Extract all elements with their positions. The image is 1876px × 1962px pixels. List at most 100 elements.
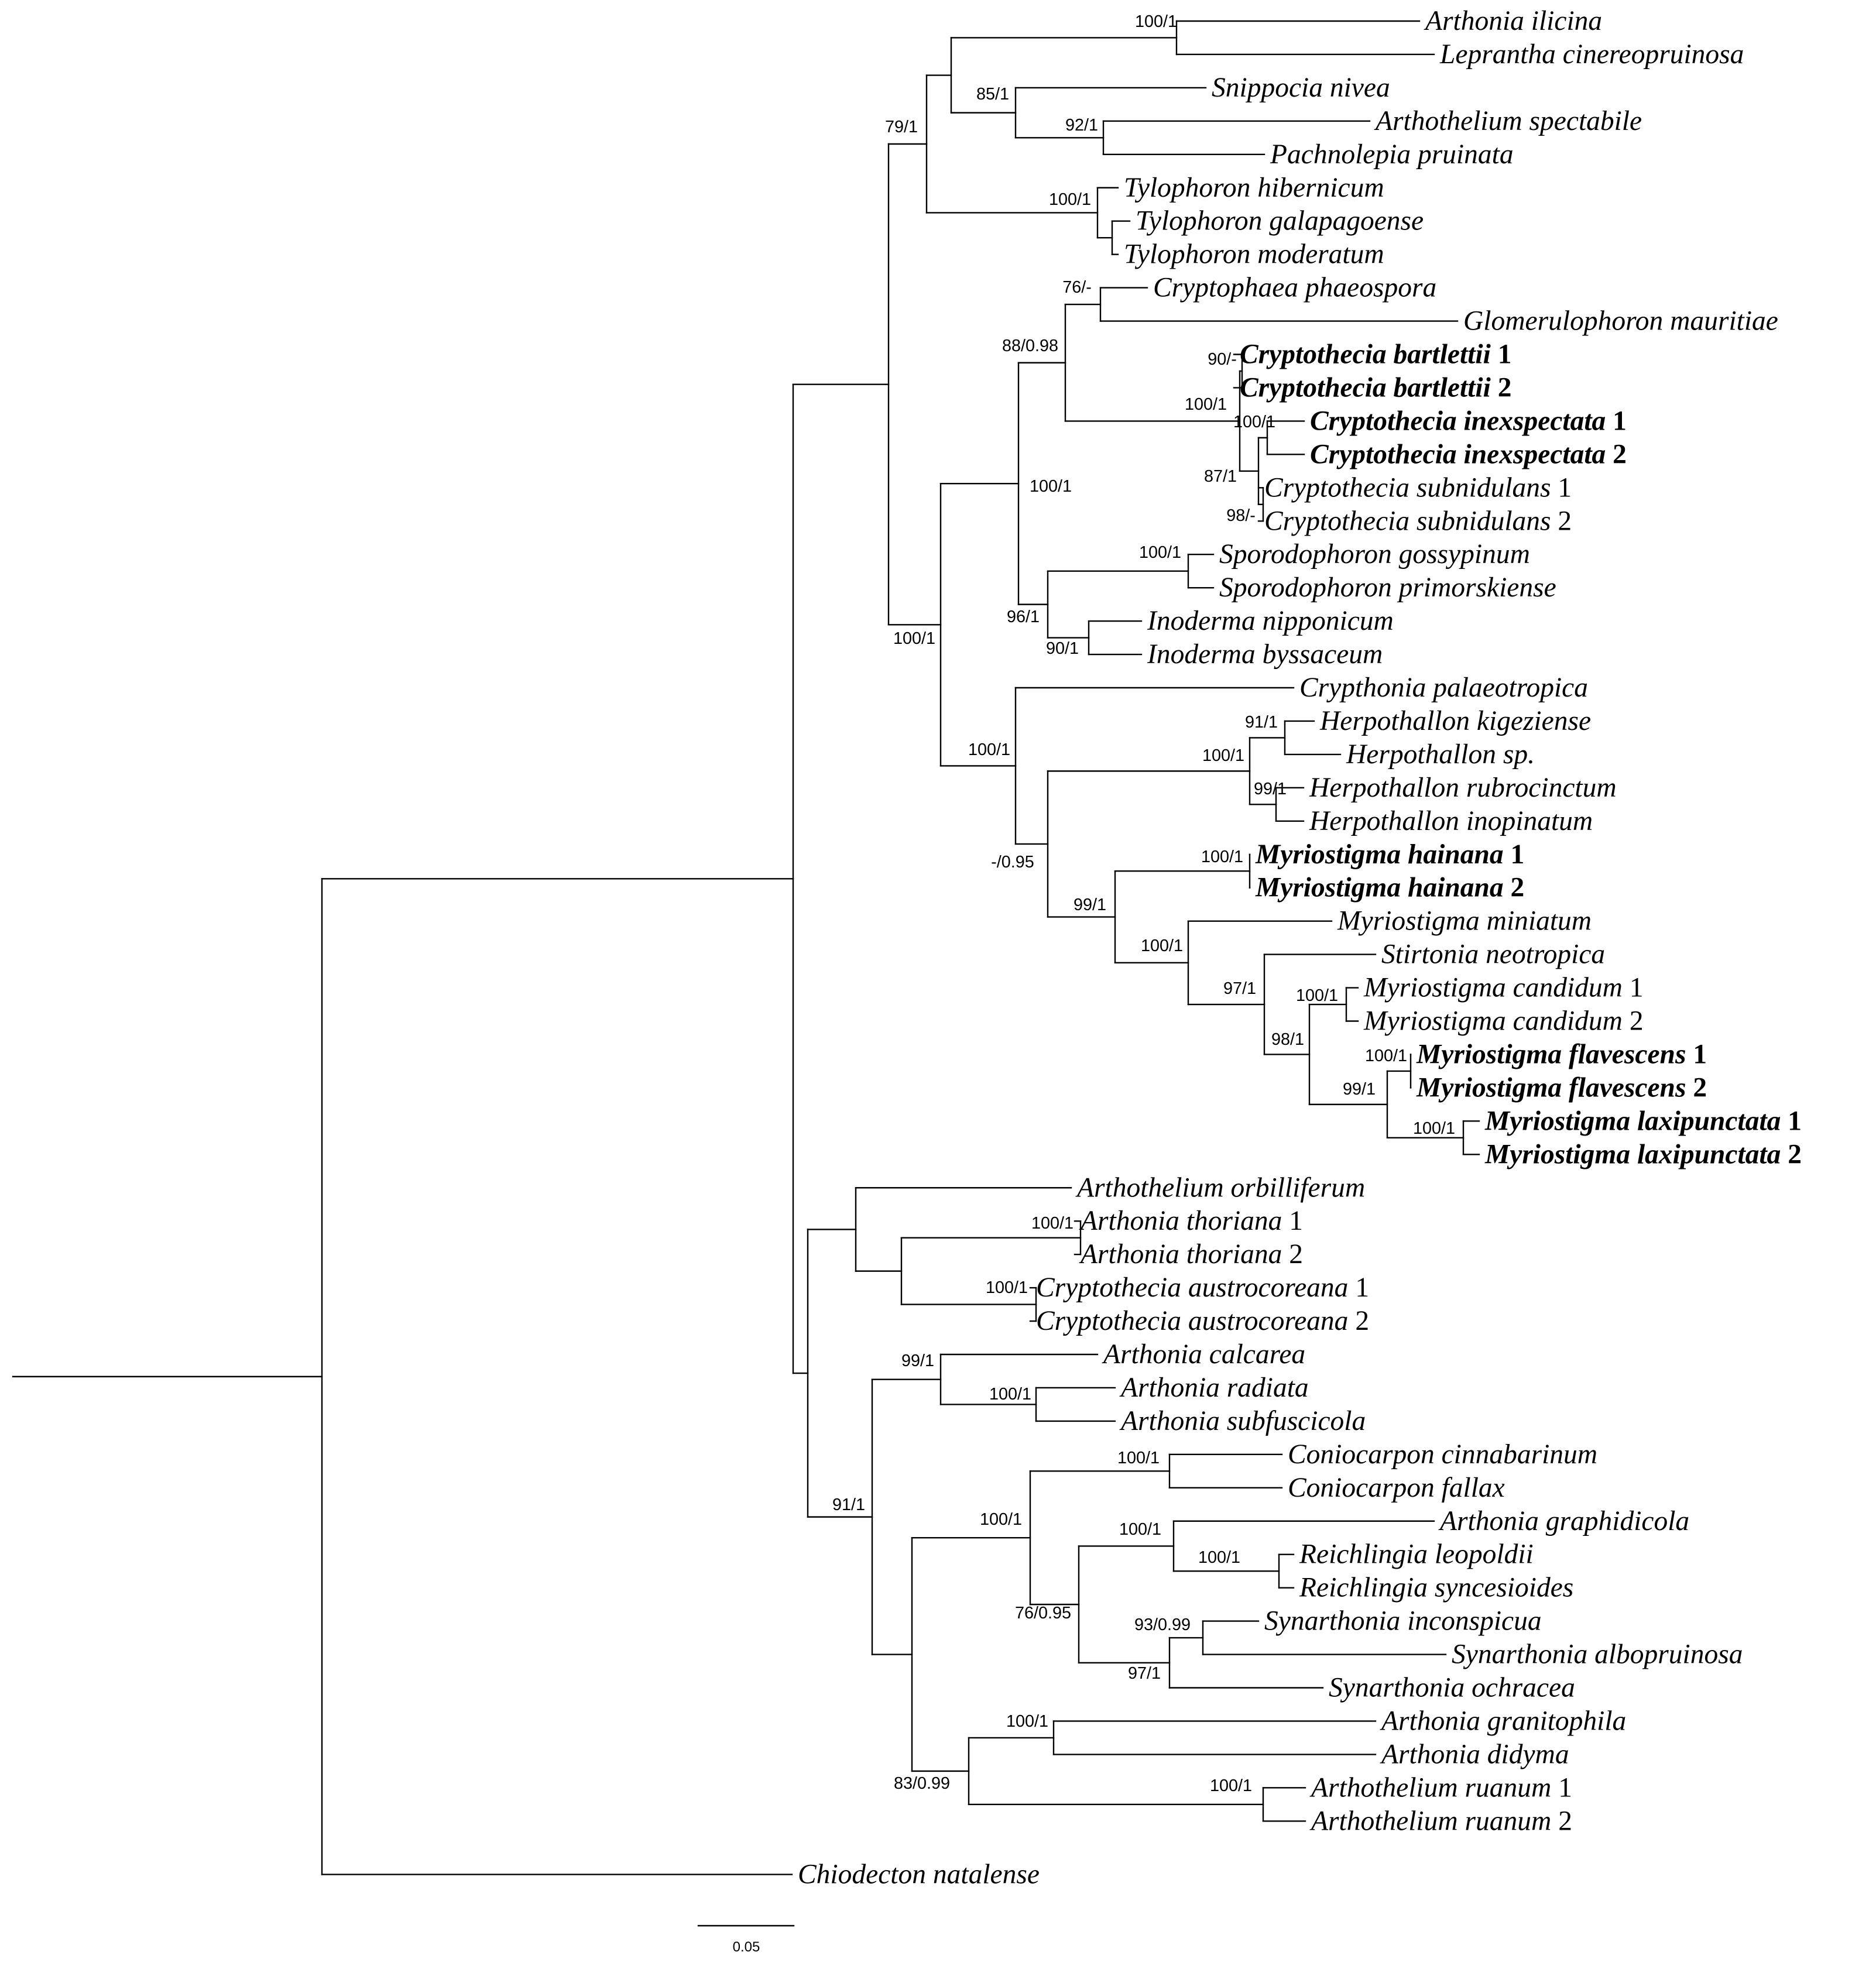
- taxon-label: Chiodecton natalense: [798, 1859, 1040, 1889]
- taxon-name: Herpothallon sp.: [1346, 739, 1535, 770]
- taxon-name: Herpothallon rubrocinctum: [1309, 773, 1617, 803]
- taxon-name: Arthonia thoriana: [1079, 1239, 1282, 1270]
- support-value: 100/1: [989, 1385, 1031, 1404]
- taxon-label: Arthonia subfuscicola: [1119, 1406, 1366, 1436]
- support-value: 100/1: [1049, 190, 1091, 209]
- taxon-name: Chiodecton natalense: [798, 1859, 1040, 1889]
- taxon-label: Tylophoron moderatum: [1124, 239, 1384, 270]
- support-value: 100/1: [1210, 1776, 1252, 1795]
- taxon-number: 2: [1491, 372, 1512, 403]
- support-value: 98/-: [1226, 506, 1256, 525]
- support-value: 100/1: [1202, 746, 1244, 765]
- support-value: 96/1: [1007, 608, 1040, 626]
- taxon-label: Arthonia radiata: [1119, 1373, 1309, 1403]
- taxon-label: Tylophoron galapagoense: [1136, 206, 1424, 236]
- taxon-number: 2: [1348, 1306, 1369, 1336]
- support-value: 90/-: [1208, 350, 1237, 369]
- support-value: 100/1: [1233, 413, 1275, 431]
- taxon-label: Cryptothecia bartlettii 1: [1240, 339, 1511, 370]
- taxon-label: Myriostigma miniatum: [1337, 906, 1592, 937]
- support-value: 100/1: [1135, 12, 1177, 31]
- taxon-label: Arthothelium ruanum 2: [1309, 1806, 1572, 1836]
- taxon-name: Tylophoron moderatum: [1124, 239, 1384, 270]
- support-value: 76/0.95: [1015, 1604, 1071, 1623]
- taxon-name: Reichlingia leopoldii: [1299, 1539, 1534, 1570]
- scale-bar-label: 0.05: [733, 1939, 760, 1955]
- support-value: 93/0.99: [1134, 1615, 1191, 1634]
- support-value: 97/1: [1223, 979, 1256, 998]
- support-value: 97/1: [1128, 1664, 1161, 1683]
- support-value: 100/1: [1296, 986, 1338, 1005]
- taxon-name: Cryptophaea phaeospora: [1153, 273, 1436, 303]
- support-value: 100/1: [986, 1278, 1028, 1297]
- taxon-number: 1: [1551, 1772, 1572, 1803]
- support-value: 92/1: [1065, 116, 1098, 135]
- taxon-number: 1: [1606, 406, 1627, 436]
- taxon-name: Sporodophoron primorskiense: [1219, 572, 1556, 603]
- taxon-label: Herpothallon rubrocinctum: [1309, 773, 1617, 803]
- taxon-label: Arthonia thoriana 2: [1079, 1239, 1303, 1270]
- taxon-name: Myriostigma laxipunctata: [1484, 1139, 1781, 1169]
- taxon-label: Synarthonia ochracea: [1329, 1673, 1575, 1703]
- taxon-name: Arthonia graphidicola: [1438, 1506, 1689, 1536]
- taxon-name: Snippocia nivea: [1212, 73, 1390, 103]
- taxon-label: Myriostigma hainana 1: [1255, 839, 1524, 870]
- taxon-label: Myriostigma flavescens 1: [1416, 1039, 1707, 1069]
- taxon-label: Leprantha cinereopruinosa: [1439, 39, 1744, 70]
- taxon-label: Myriostigma candidum 1: [1363, 973, 1644, 1003]
- support-value: 100/1: [1185, 395, 1227, 414]
- taxon-label: Sporodophoron primorskiense: [1219, 572, 1556, 603]
- taxon-number: 2: [1282, 1239, 1303, 1270]
- support-value: 91/1: [1245, 713, 1278, 732]
- support-value: 100/1: [1141, 937, 1183, 955]
- taxon-name: Arthonia subfuscicola: [1119, 1406, 1366, 1436]
- support-value: 100/1: [1201, 848, 1243, 866]
- taxon-number: 1: [1348, 1272, 1369, 1303]
- tree-branches: [12, 20, 1480, 1875]
- taxon-name: Synarthonia ochracea: [1329, 1673, 1575, 1703]
- taxon-name: Cryptothecia subnidulans: [1264, 472, 1551, 503]
- support-value: 99/1: [1254, 780, 1287, 798]
- taxon-number: 1: [1781, 1106, 1802, 1136]
- taxon-label: Arthonia ilicina: [1424, 6, 1602, 36]
- taxon-number: 1: [1623, 973, 1644, 1003]
- support-value: 100/1: [1117, 1449, 1160, 1467]
- taxon-label: Myriostigma flavescens 2: [1416, 1072, 1707, 1103]
- support-value: 85/1: [976, 85, 1009, 104]
- taxon-label: Cryptothecia subnidulans 2: [1264, 506, 1572, 536]
- taxon-name: Arthonia thoriana: [1079, 1206, 1282, 1236]
- support-value: 98/1: [1271, 1030, 1304, 1049]
- taxon-label: Arthonia calcarea: [1102, 1339, 1305, 1370]
- taxon-label: Inoderma nipponicum: [1147, 606, 1394, 636]
- taxon-name: Synarthonia inconspicua: [1264, 1606, 1542, 1637]
- taxon-name: Herpothallon kigeziense: [1319, 706, 1591, 736]
- taxon-name: Arthothelium ruanum: [1309, 1806, 1551, 1836]
- taxon-number: 1: [1551, 472, 1572, 503]
- taxon-name: Myriostigma hainana: [1255, 873, 1504, 903]
- taxon-name: Cryptothecia bartlettii: [1240, 372, 1491, 403]
- taxon-name: Myriostigma candidum: [1363, 1006, 1623, 1037]
- support-value: 100/1: [968, 740, 1010, 759]
- taxon-label: Myriostigma hainana 2: [1255, 873, 1524, 903]
- support-value: 79/1: [885, 118, 918, 136]
- taxon-name: Myriostigma laxipunctata: [1484, 1106, 1781, 1136]
- taxon-name: Sporodophoron gossypinum: [1219, 539, 1530, 570]
- taxon-name: Arthonia didyma: [1380, 1739, 1569, 1769]
- taxon-label: Synarthonia albopruinosa: [1452, 1639, 1743, 1670]
- taxon-name: Crypthonia palaeotropica: [1299, 673, 1588, 703]
- taxon-label: Tylophoron hibernicum: [1124, 173, 1384, 203]
- taxon-label: Cryptophaea phaeospora: [1153, 273, 1436, 303]
- taxon-number: 2: [1781, 1139, 1802, 1169]
- support-value: 100/1: [1365, 1047, 1407, 1065]
- taxon-label: Cryptothecia inexspectata 1: [1310, 406, 1627, 436]
- taxon-number: 2: [1551, 1806, 1572, 1836]
- taxon-name: Arthonia ilicina: [1424, 6, 1602, 36]
- taxon-label: Synarthonia inconspicua: [1264, 1606, 1542, 1637]
- support-value: 100/1: [1119, 1520, 1161, 1539]
- support-value: 100/1: [980, 1510, 1022, 1529]
- taxon-label: Cryptothecia austrocoreana 1: [1036, 1272, 1369, 1303]
- taxon-name: Cryptothecia subnidulans: [1264, 506, 1551, 536]
- support-value: 88/0.98: [1002, 337, 1058, 355]
- taxon-name: Arthonia calcarea: [1102, 1339, 1305, 1370]
